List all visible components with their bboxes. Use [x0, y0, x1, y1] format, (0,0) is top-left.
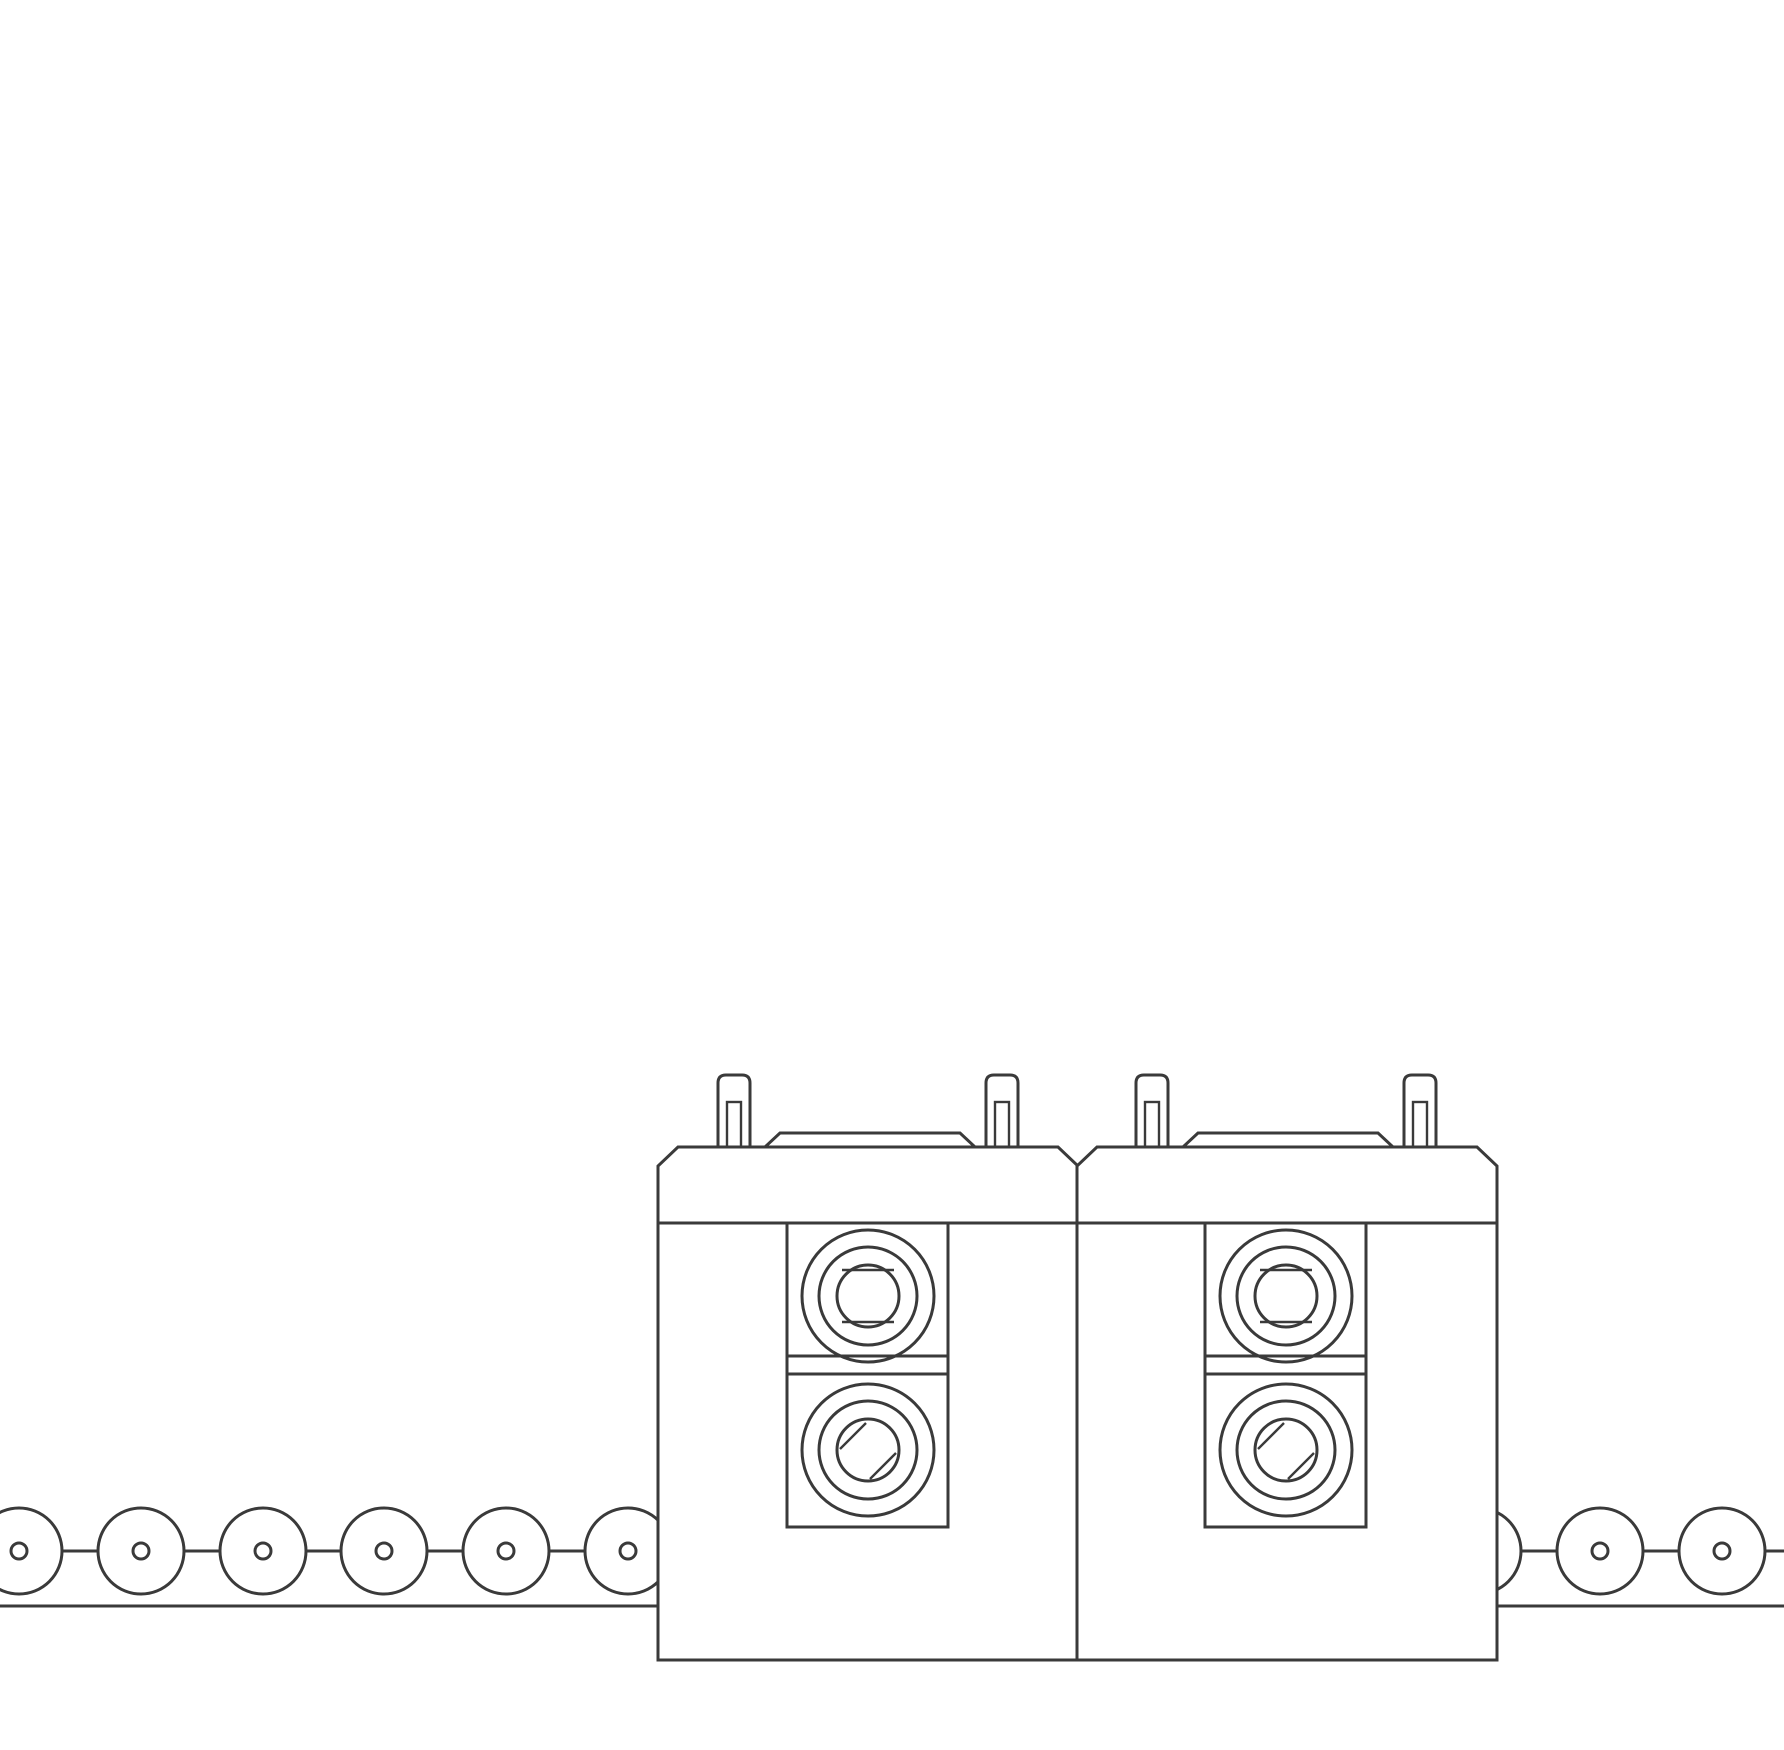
roll-separator: [1203, 1354, 1368, 1376]
stand-top-plate: [1179, 1131, 1397, 1149]
conveyor-roller: [1677, 1506, 1767, 1596]
lower-roll: [1218, 1382, 1354, 1518]
upper-roll: [1218, 1228, 1354, 1364]
mill-stand: [1075, 1073, 1499, 1662]
mill-stand: [656, 1073, 1080, 1662]
conveyor-roller: [461, 1506, 551, 1596]
stand-pin: [1134, 1073, 1170, 1149]
lower-roll: [800, 1382, 936, 1518]
stand-top-plate: [761, 1131, 979, 1149]
conveyor-roller: [339, 1506, 429, 1596]
stand-pin: [984, 1073, 1020, 1149]
conveyor-roller: [96, 1506, 186, 1596]
roll-separator: [785, 1354, 950, 1376]
conveyor-roller: [583, 1506, 673, 1596]
conveyor-roller: [0, 1506, 64, 1596]
stand-pin: [1402, 1073, 1438, 1149]
stand-pin: [716, 1073, 752, 1149]
conveyor-roller: [1555, 1506, 1645, 1596]
upper-roll: [800, 1228, 936, 1364]
conveyor-roller: [218, 1506, 308, 1596]
